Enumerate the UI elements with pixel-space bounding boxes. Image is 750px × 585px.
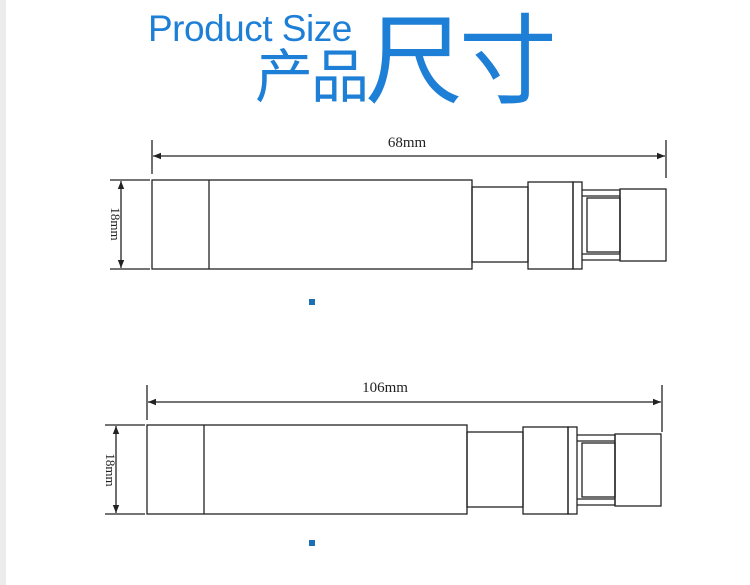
diameter-label-1: 18mm <box>108 207 123 240</box>
neck-section <box>471 186 529 263</box>
body-main <box>146 424 468 515</box>
title-english: Product Size <box>148 8 352 49</box>
diameter-label-2: 18mm <box>103 453 118 486</box>
nut-inner-body <box>586 197 621 253</box>
nut-inner-body <box>581 442 616 498</box>
left-edge-bar <box>0 0 6 585</box>
nut-flange <box>567 426 578 515</box>
tip-section <box>614 433 662 507</box>
title-chinese-large: 尺寸 <box>365 5 557 119</box>
diagram-68mm <box>110 140 667 270</box>
marker-dot-2 <box>309 540 315 546</box>
nut-flange <box>572 181 583 270</box>
neck-section <box>466 431 524 508</box>
marker-dot-1 <box>309 299 315 305</box>
nut-section <box>522 426 569 515</box>
diagram-106mm <box>105 385 663 515</box>
tip-section <box>619 188 667 262</box>
body-main <box>151 179 473 270</box>
length-label-2: 106mm <box>362 380 408 396</box>
nut-section <box>527 181 574 270</box>
length-label-1: 68mm <box>388 135 427 151</box>
title-chinese-small: 产品 <box>255 43 369 111</box>
